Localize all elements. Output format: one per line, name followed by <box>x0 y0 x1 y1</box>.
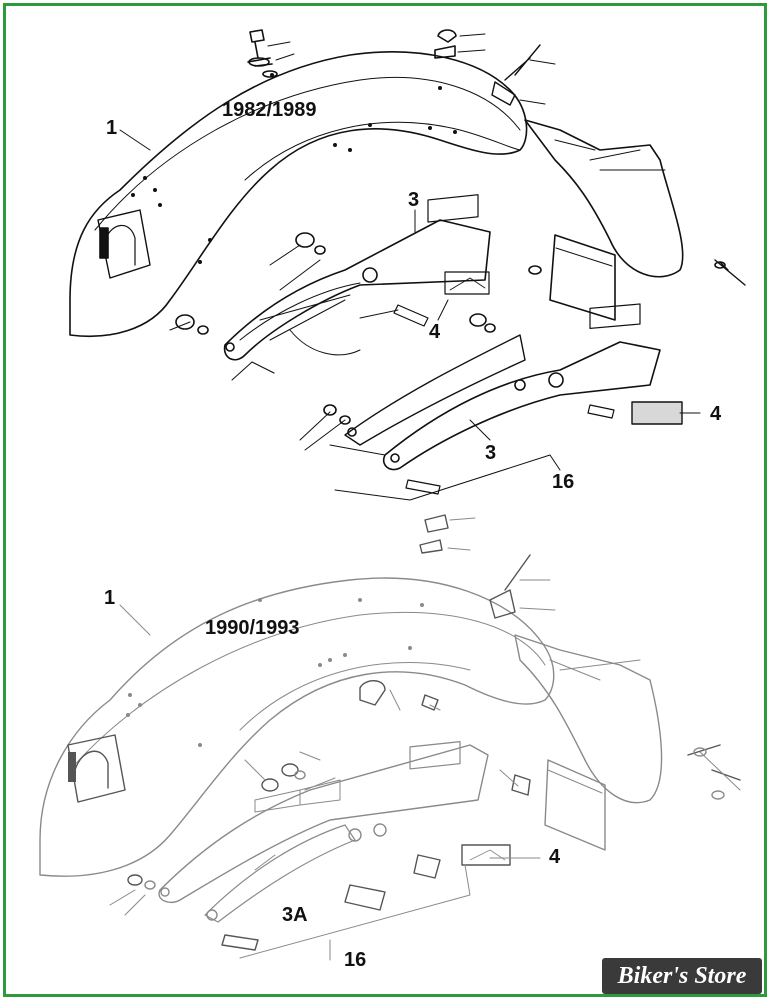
upper-assembly <box>69 29 746 501</box>
upper-strut-b <box>382 341 661 471</box>
lower-fender <box>39 577 555 877</box>
store-watermark: Biker's Store <box>602 958 762 994</box>
upper-reflector-b <box>631 401 683 425</box>
upper-callout-strut-a: 3 <box>408 189 420 211</box>
lower-callout-strut: 3A <box>282 904 308 926</box>
lower-callout-reflector: 4 <box>549 846 561 868</box>
lower-license-bracket <box>514 634 663 804</box>
upper-reflector-a <box>444 271 490 295</box>
lower-callout-kit: 16 <box>344 949 367 971</box>
upper-years-label: 1982/1989 <box>222 99 317 121</box>
upper-callout-strut-b: 3 <box>485 442 497 464</box>
lower-reflector <box>461 844 511 866</box>
lower-years-label: 1990/1993 <box>205 617 300 639</box>
upper-fender <box>69 51 528 338</box>
lower-callout-fender: 1 <box>104 587 116 609</box>
lower-assembly <box>39 514 741 961</box>
upper-callout-reflector-b: 4 <box>710 403 722 425</box>
upper-callout-fender: 1 <box>106 117 118 139</box>
upper-license-plate <box>549 234 616 321</box>
upper-callout-kit: 16 <box>552 471 575 493</box>
upper-license-bracket <box>524 119 684 278</box>
diagram-frame <box>3 3 767 997</box>
upper-callout-reflector-a: 4 <box>429 321 441 343</box>
lower-license-plate <box>544 759 606 851</box>
lower-strut <box>158 744 489 904</box>
upper-strut-a <box>223 219 491 361</box>
